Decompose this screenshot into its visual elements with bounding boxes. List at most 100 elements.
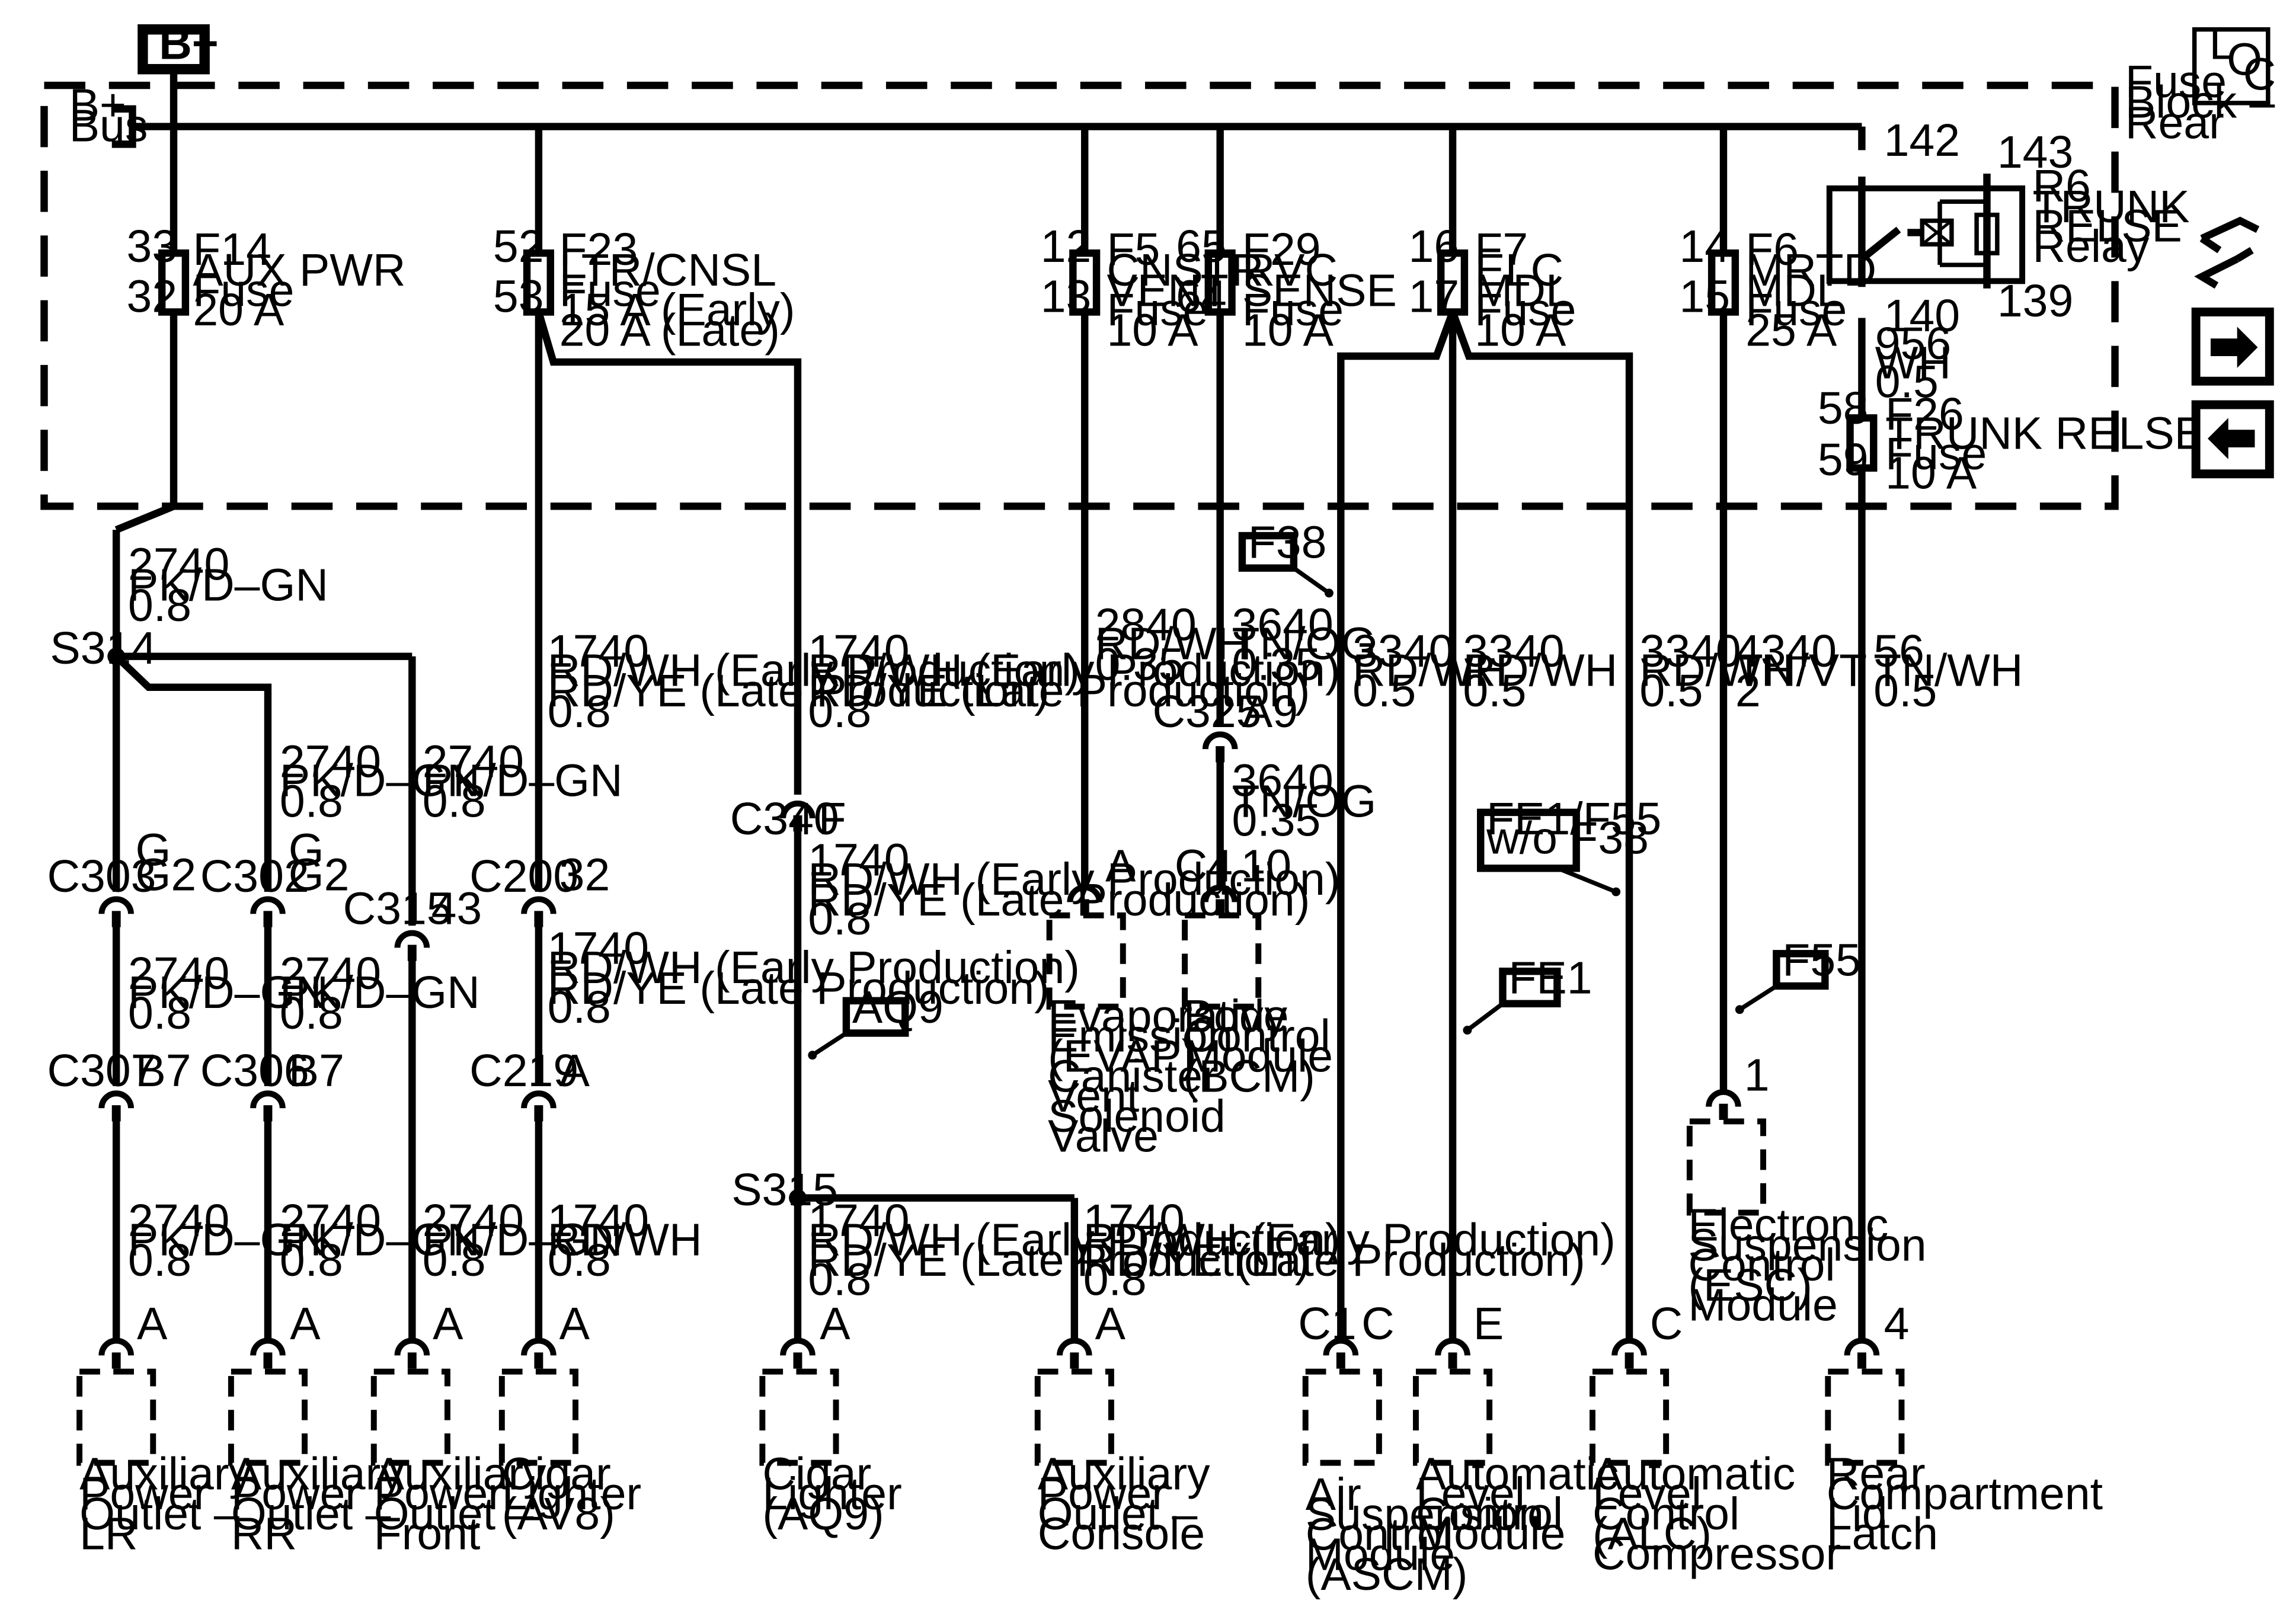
component-label-line: Auxiliary xyxy=(374,1448,546,1499)
wire-label: PK/D–GN xyxy=(128,1214,328,1265)
wire-label: 0.35 xyxy=(1232,795,1321,846)
fuse-label-line: MDL xyxy=(1475,265,1571,316)
wire-label: 0.8 xyxy=(1083,1254,1147,1305)
component-label-line: Outlet – xyxy=(1038,1489,1198,1539)
splice-label: S314 xyxy=(50,623,156,674)
component-label-line: Lighter xyxy=(502,1468,641,1519)
diagram-labels: B+ B+ Bus Fuse Block – Rear L O C 33 32 … xyxy=(47,18,2276,1349)
previous-arrow-icon[interactable] xyxy=(2191,400,2274,479)
component-box xyxy=(1825,1368,1905,1466)
fuse-pin: 17 xyxy=(1409,271,1460,322)
connector-symbol xyxy=(1067,884,1103,916)
wire-label: 56 xyxy=(1873,626,1924,677)
wire-label: 0.8 xyxy=(280,988,343,1039)
fuse-block-label-line-2: Block – xyxy=(2125,77,2275,128)
wire-label: 1740 xyxy=(808,626,909,677)
fuse-label-line: RVC xyxy=(1242,245,1338,296)
component-label-line: Electronic xyxy=(1688,1200,1888,1251)
wire-label: 0.8 xyxy=(128,988,191,1039)
fuse-pin: 12 xyxy=(1041,221,1092,272)
component-box xyxy=(370,1368,450,1466)
connector-symbol xyxy=(1202,884,1238,916)
connector-pin: C xyxy=(1361,1298,1395,1349)
connector-symbol xyxy=(1323,1337,1359,1369)
fuse-f14 xyxy=(158,249,190,316)
system-icon[interactable] xyxy=(2194,216,2260,289)
fuse-pin: 58 xyxy=(1818,383,1869,434)
wire-label: RD/WH (Early Production) xyxy=(808,645,1340,696)
fuse-pin: 15 xyxy=(1679,271,1730,322)
wire-label: 0.5 xyxy=(1352,665,1416,716)
fuse-pin: 13 xyxy=(1041,271,1092,322)
connector-pin: A xyxy=(559,1045,590,1096)
relay-label-line: R6 xyxy=(2032,161,2090,212)
bus-bracket xyxy=(111,105,136,148)
wire-label: 0.8 xyxy=(808,686,871,737)
option-tag-text: AQ9 xyxy=(852,982,944,1033)
connector-symbol xyxy=(1611,1337,1647,1369)
loc-label-l: L xyxy=(2209,18,2234,69)
wire-label: 0.8 xyxy=(548,686,611,737)
wire-label: TN/OG xyxy=(1232,776,1377,827)
fuse-label-line: SENSE xyxy=(1242,265,1397,316)
wire-label: TN/OG xyxy=(1232,619,1377,670)
connector-name: C219 xyxy=(469,1045,578,1096)
wire-label: RD/WH (Early Production) xyxy=(808,854,1340,905)
wire-label: 1740 xyxy=(808,835,909,886)
component-box xyxy=(1413,1368,1493,1466)
component-label-line: Outlet – xyxy=(374,1489,534,1539)
connector-symbol xyxy=(394,1337,430,1369)
component-label-line: Automatic xyxy=(1593,1448,1795,1499)
option-tag-text: F38 xyxy=(1248,517,1327,568)
component-label-line: (ESC) xyxy=(1688,1260,1812,1311)
connector-name: C315 xyxy=(343,884,452,934)
wire-label: 1740 xyxy=(808,1195,909,1246)
fuse-pin: 14 xyxy=(1679,221,1730,272)
next-arrow-icon[interactable] xyxy=(2191,308,2274,386)
connector-symbol xyxy=(1057,1337,1092,1369)
connector-pin: 43 xyxy=(431,884,482,934)
wire-label: 0.8 xyxy=(423,776,486,827)
component-label-line: Level xyxy=(1593,1468,1702,1519)
component-label-line: (ALC) xyxy=(1593,1509,1712,1560)
component-label-line: Rear xyxy=(1827,1448,1926,1499)
relay-pin: 140 xyxy=(1884,290,1960,341)
connector-symbol xyxy=(250,896,286,927)
fuse-label-line: CNSTR xyxy=(1107,245,1264,296)
component-label-line: Automatic xyxy=(1416,1448,1619,1499)
wire-label: PK/D–GN xyxy=(280,756,480,806)
wire-label: 3340 xyxy=(1639,626,1741,677)
pin-label: 1 xyxy=(1744,1049,1770,1100)
component-label-line: Control xyxy=(1416,1489,1563,1539)
wire-label: 0.8 xyxy=(128,1235,191,1286)
fuse-f29 xyxy=(1204,249,1236,316)
component-label-line: Module xyxy=(1416,1509,1565,1560)
connector-symbol xyxy=(1202,731,1238,763)
wire-label: 1740 xyxy=(548,626,649,677)
connector-name: C4 xyxy=(1175,841,1233,892)
fuse-pin: 65 xyxy=(1176,221,1227,272)
wire-label: 3640 xyxy=(1232,756,1334,806)
connector-symbol xyxy=(250,1090,286,1122)
component-label-line: Auxiliary xyxy=(79,1448,252,1499)
option-tag-text: FE1/F55 xyxy=(1486,793,1661,844)
connector-name: C1 xyxy=(1298,1298,1356,1349)
component-label-line: Power xyxy=(374,1468,503,1519)
component-label-line: Control xyxy=(1184,1011,1331,1062)
wire-label: 2740 xyxy=(280,948,381,999)
wire-label: 0.8 xyxy=(423,1235,486,1286)
fuse-label-line: Fuse xyxy=(559,265,661,316)
wire-label: TN/WH xyxy=(1873,645,2023,696)
component-label-line: Compressor xyxy=(1593,1528,1841,1579)
component-label-line: Auxiliary xyxy=(1038,1448,1210,1499)
relay-label-line: RELSE xyxy=(2032,200,2182,251)
component-label-line: Valve xyxy=(1048,1111,1159,1162)
loc-box[interactable] xyxy=(2192,27,2271,105)
wire-label: RD/WH xyxy=(1463,645,1617,696)
component-box xyxy=(228,1368,308,1466)
fuse-label-line: LTR/CNSL xyxy=(559,245,776,296)
connector-symbol xyxy=(1706,1089,1741,1120)
